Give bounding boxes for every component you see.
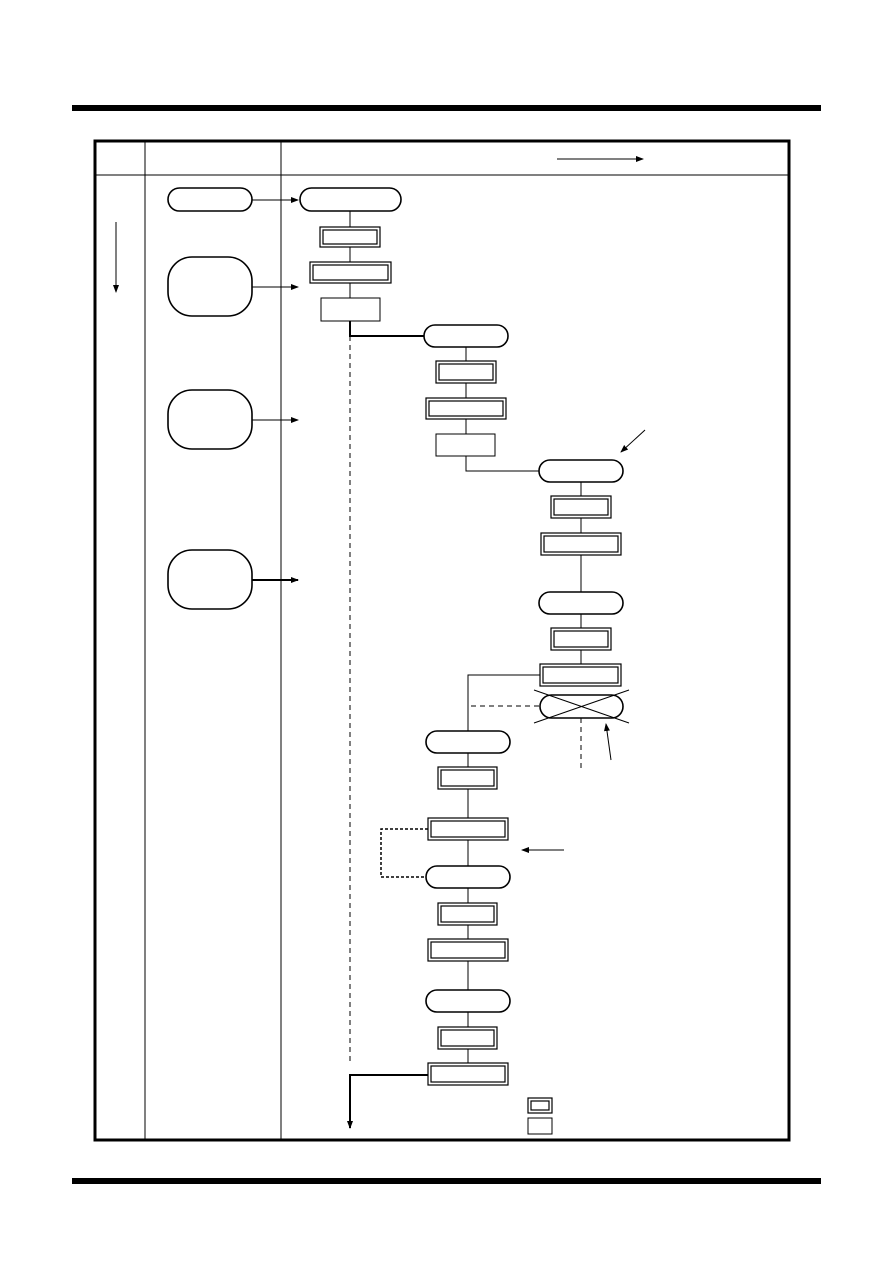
stage-1: [167, 187, 253, 212]
branch-b-step-2-inner: [543, 535, 619, 553]
branch-c-step-1-outer: [437, 766, 498, 790]
branch-c-end: [425, 989, 511, 1013]
branch-a-step-3-outline: [435, 433, 496, 457]
branch-a-step-1-inner: [438, 363, 494, 381]
main-step-3-outline: [320, 297, 381, 322]
main-step-2-outer: [309, 261, 392, 284]
stage-3: [167, 389, 253, 450]
legend-single-outline: [527, 1117, 553, 1135]
branch-c-step-2: [427, 817, 509, 841]
branch-b-step-3-inner: [553, 630, 609, 648]
branch-a-step-2-outer: [425, 397, 507, 420]
stage-3-outline: [167, 389, 253, 450]
page-frame: [72, 105, 821, 1184]
bottom-rule: [72, 1178, 821, 1184]
branch-c-step-1: [437, 766, 498, 790]
branch-c-end-outline: [425, 989, 511, 1013]
legend-single: [527, 1117, 553, 1135]
branch-c-step-2-inner: [430, 820, 506, 838]
branch-b-start-outline: [538, 459, 624, 483]
branch-c-step-6: [427, 1062, 509, 1086]
branch-a-step-1: [435, 360, 497, 384]
branch-c-step-1-inner: [440, 769, 495, 787]
branch-a-step-2-inner: [428, 400, 504, 417]
branch-c-step-5: [437, 1026, 498, 1050]
branch-c-step-2-outer: [427, 817, 509, 841]
branch-b-mid: [538, 591, 624, 615]
branch-c-step-6-outer: [427, 1062, 509, 1086]
branch-c-loop: [380, 828, 428, 878]
branch-c-mid: [425, 865, 511, 889]
branch-b-step-2-outer: [540, 532, 622, 556]
main-step-2: [309, 261, 392, 284]
branch-b-step-3-outer: [550, 627, 612, 651]
branch-c-mid-outline: [425, 865, 511, 889]
branch-a-step-1-outer: [435, 360, 497, 384]
branch-c-step-6-inner: [430, 1065, 506, 1083]
branch-b-step-4-outer: [539, 663, 622, 687]
top-rule: [72, 105, 821, 111]
branch-c-start: [425, 730, 511, 754]
stage-2-outline: [167, 256, 253, 317]
branch-c-step-4: [427, 938, 509, 962]
branch-c-step-5-outer: [437, 1026, 498, 1050]
legend: [527, 1097, 553, 1135]
branch-b-to-branch-c: [467, 674, 540, 731]
branch-a-step-3: [435, 433, 496, 457]
branch-a-to-branch-b: [465, 456, 539, 472]
cancelled-node: [533, 689, 630, 724]
main-start-outline: [299, 187, 402, 212]
branch-b-step-1-inner: [553, 498, 609, 516]
stage-4: [167, 549, 253, 610]
branch-b-step-1-outer: [550, 495, 612, 519]
branch-b-step-1: [550, 495, 612, 519]
branch-c-step-4-inner: [430, 941, 506, 959]
branch-c-start-outline: [425, 730, 511, 754]
branch-c-step-3-outer: [437, 902, 498, 926]
main-to-branch-a: [349, 321, 424, 337]
branch-c-step-5-inner: [440, 1029, 495, 1047]
legend-double-inner: [530, 1100, 550, 1111]
legend-double: [527, 1097, 553, 1114]
branch-b-mid-outline: [538, 591, 624, 615]
connector-lines: [252, 197, 646, 1129]
branch-b-step-3: [550, 627, 612, 651]
main-step-2-inner: [312, 264, 389, 281]
branch-a-step-2: [425, 397, 507, 420]
branch-b-step-4: [539, 663, 622, 687]
branch-b-start: [538, 459, 624, 483]
return-to-main: [347, 1074, 428, 1129]
main-step-3: [320, 297, 381, 322]
cross-line-2: [533, 689, 630, 724]
stage-2: [167, 256, 253, 317]
flow-nodes: [167, 187, 630, 1086]
callout-arrow-1: [620, 429, 646, 453]
branch-c-step-3: [437, 902, 498, 926]
main-step-1: [319, 226, 381, 248]
table-frame: [93, 139, 791, 1142]
main-step-1-inner: [322, 229, 378, 245]
branch-a-start: [423, 324, 509, 348]
legend-double-outer: [527, 1097, 553, 1114]
branch-c-step-4-outer: [427, 938, 509, 962]
branch-b-step-2: [540, 532, 622, 556]
stage-4-outline: [167, 549, 253, 610]
branch-a-start-outline: [423, 324, 509, 348]
main-step-1-outer: [319, 226, 381, 248]
main-start: [299, 187, 402, 212]
stage-1-outline: [167, 187, 253, 212]
branch-b-step-4-inner: [542, 666, 619, 684]
callout-arrow-2: [603, 723, 612, 761]
branch-c-step-3-inner: [440, 905, 495, 923]
